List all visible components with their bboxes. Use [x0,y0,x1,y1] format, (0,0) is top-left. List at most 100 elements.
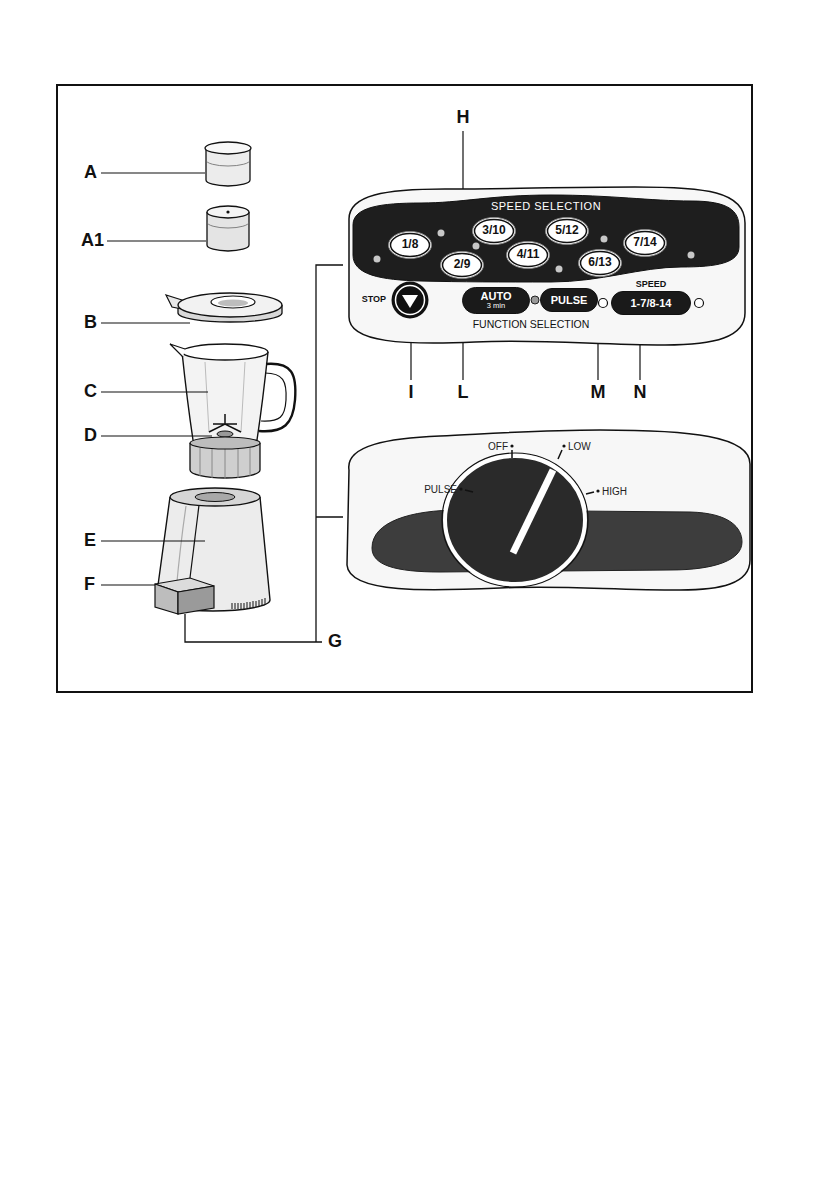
button-face [548,220,587,243]
jug-handle-inner [261,373,286,421]
band-fill [353,195,739,282]
dial-dot [596,489,599,492]
speed-value: 4/11 [517,248,540,261]
speed-selection-band: 1/8 2/9 3/10 4/11 5/12 6/13 7/14 SPEED SELECTIO… [351,193,741,283]
speed-button: 2/9 [440,251,484,279]
part-letter: I [408,383,413,403]
indicator-light [556,266,563,273]
dial-panel [347,430,750,590]
bracket [316,265,343,642]
speed-value: 6/13 [588,256,611,269]
indicator-light [695,299,704,308]
part-letter: A1 [81,231,104,251]
blade-hub [217,431,233,437]
stop-label: STOP [362,295,386,305]
leader-line [462,131,463,189]
measure-cup-dot [226,210,229,213]
speed-button: 7/14 [623,229,667,257]
part-letter: C [84,382,97,402]
leader-line [101,172,205,173]
button-face [581,252,620,275]
jug-spout [170,344,185,357]
leader-line [101,584,155,585]
control-front [178,586,214,614]
indicator-light [473,243,480,250]
stop-button: STOP [391,281,429,319]
button-outline [546,218,589,245]
part-letter: G [328,632,342,652]
speed-range-label: 1-7/8-14 [631,297,672,309]
jug-rim [182,344,268,360]
leader-line [101,391,208,392]
pulse-label: PULSE [551,294,588,306]
panel-outline [349,187,745,345]
leader-line [107,240,206,241]
button-face [509,244,548,267]
leader-line [101,322,190,323]
indicator-light [374,256,381,263]
measure-cup-top [207,206,249,218]
part-letter: F [84,575,95,595]
lid-opening-shade [218,300,248,307]
base-top [170,488,260,506]
collar-ribs [200,448,250,479]
button-outline [473,218,516,245]
button-outline [612,292,691,315]
button-outline [389,232,432,259]
dial-dot [459,487,462,490]
dial-ticks [465,450,594,494]
jug-body [182,352,268,446]
part-letter: L [458,383,469,403]
stop-button-outline [391,281,429,319]
speed-heading: SPEED [636,280,667,290]
speed-button: 6/13 [578,249,622,277]
dial-setting: OFF [488,441,508,452]
dial-knob [445,456,585,584]
speed-button: 1/8 [388,231,432,259]
stop-triangle [402,295,418,308]
control-side [155,584,178,614]
auto-label: AUTO [481,290,512,302]
speed-value: 3/10 [482,224,505,237]
indicator-light [601,236,608,243]
dial-setting: LOW [568,441,591,452]
frame [57,85,752,692]
speed-button: 4/11 [506,241,550,269]
button-outline [441,252,484,279]
button-face [443,254,482,277]
stop-outer [392,282,429,319]
leader-line [101,540,205,541]
speed-selection-title: SPEED SELECTION [491,200,601,212]
button-outline [579,250,622,277]
button-outline [541,289,598,312]
function-selection-label: FUNCTION SELECTION [473,319,590,331]
speed-button: 5/12 [545,217,589,245]
indicator-light [599,299,608,308]
stop-ring [396,286,425,315]
auto-button: AUTO3 min [462,287,530,314]
speed-value: 5/12 [555,224,578,237]
button-face [391,234,430,257]
dial-pointer [513,470,553,553]
button-outline [507,242,550,269]
indicator-light [688,252,695,259]
cap-band [206,160,250,166]
auto-duration: 3 min [487,302,505,310]
part-letter: H [457,108,470,128]
button-face [626,232,665,255]
button-face [475,220,514,243]
speed-value: 7/14 [633,236,656,249]
part-letter: M [591,383,606,403]
speed-value: 2/9 [454,258,471,271]
jug-handle [259,364,295,431]
leader-line [101,435,212,436]
base-coupling [195,493,235,502]
speed-button: 3/10 [472,217,516,245]
part-letter: D [84,426,97,446]
lid-top [178,293,282,317]
indicator-light [531,296,539,304]
collar-top [190,437,260,449]
